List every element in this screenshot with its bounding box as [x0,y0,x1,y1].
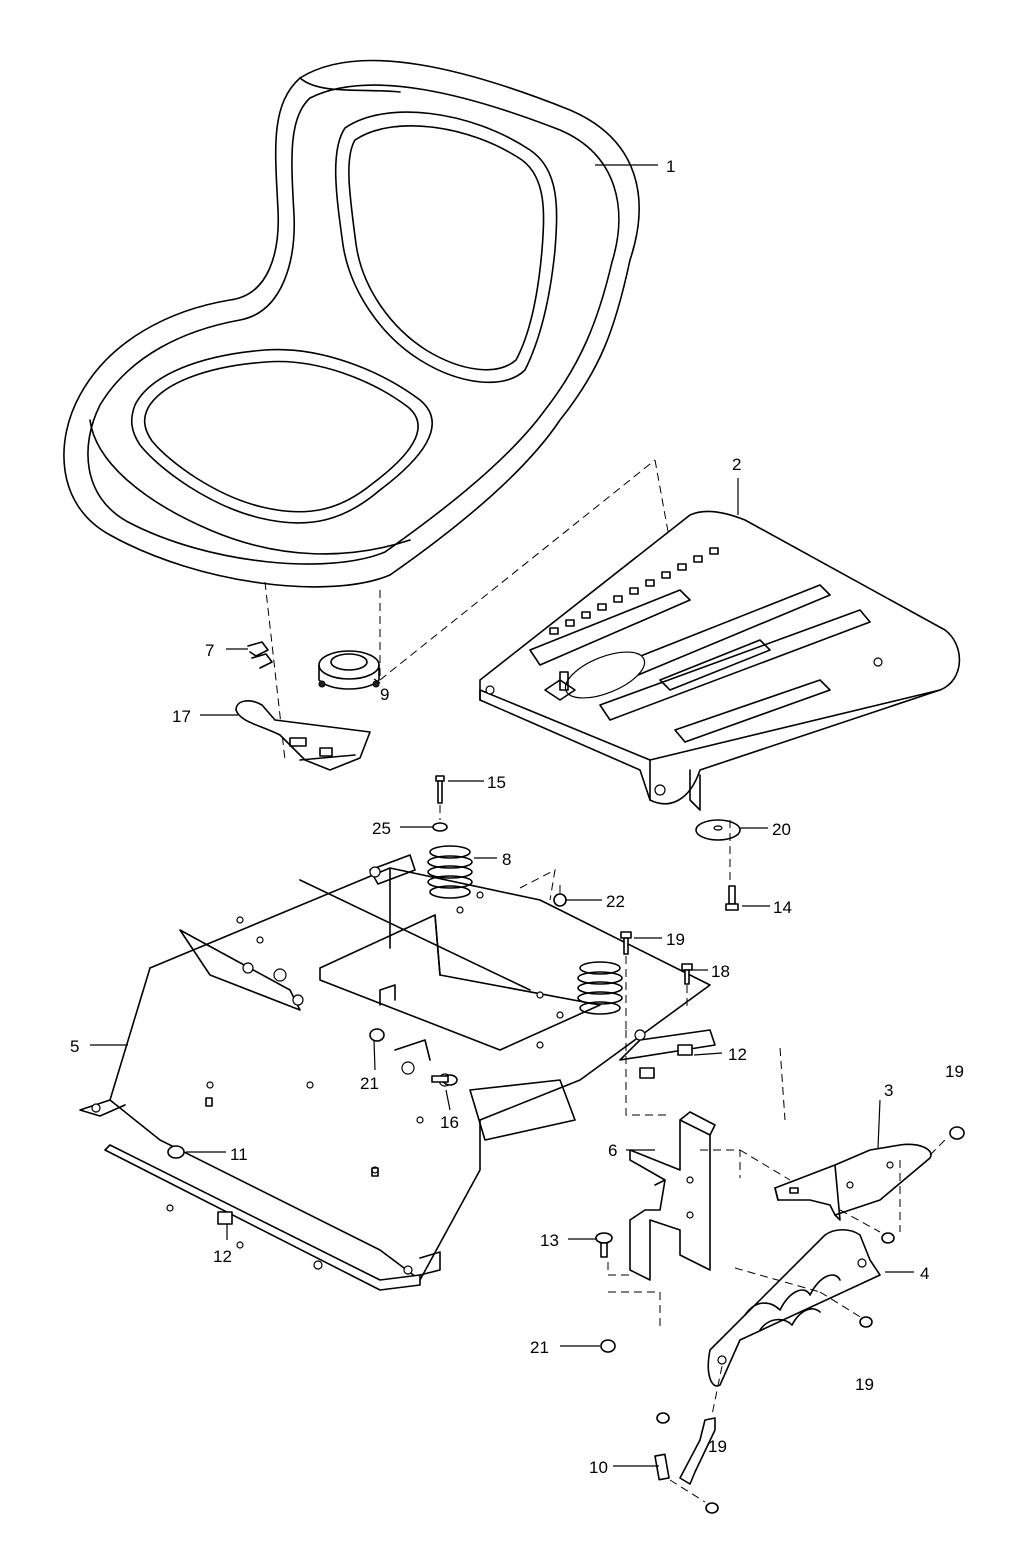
callout-12-right: 12 [728,1045,747,1064]
callout-5: 5 [70,1037,79,1056]
callout-22: 22 [606,892,625,911]
bolt-part-19-right [949,1126,965,1140]
washer-part-25 [432,822,448,832]
bolt-part-19-link [705,1502,719,1514]
callout-labels: 1 2 3 4 5 6 7 8 9 10 11 12 12 13 14 15 1… [70,157,964,1477]
callout-2: 2 [732,455,741,474]
plug-part-11 [167,1145,185,1159]
pin-part-16 [431,1074,458,1086]
spring-lower [577,961,623,1015]
bolt-part-15 [435,775,445,804]
callout-14: 14 [773,898,792,917]
leader-lines [90,164,914,1467]
spring-part-8 [427,845,473,899]
callout-19-top: 19 [666,930,685,949]
link-part-10 [654,1412,716,1485]
callout-1: 1 [666,157,675,176]
callout-21-bottom: 21 [530,1338,549,1357]
slider-rail-part-4 [707,1228,881,1387]
seat-pan-part-2 [479,510,961,811]
callout-3: 3 [884,1081,893,1100]
callout-17: 17 [172,707,191,726]
callout-13: 13 [540,1231,559,1250]
callout-8: 8 [502,850,511,869]
callout-19-rail: 19 [855,1375,874,1394]
callout-7: 7 [205,641,214,660]
callout-10: 10 [589,1458,608,1477]
seat-switch-part-9 [318,650,380,690]
seat-part-1 [63,59,640,588]
bracket-part-6 [629,1111,716,1281]
callout-20: 20 [772,820,791,839]
callout-4: 4 [920,1264,929,1283]
callout-21-top: 21 [360,1074,379,1093]
callout-6: 6 [608,1141,617,1160]
callout-25: 25 [372,819,391,838]
seat-pan-adjust-slots [549,547,719,635]
callout-11: 11 [230,1145,248,1164]
nut-part-22 [553,893,567,907]
bolt-part-18 [681,963,693,985]
bolt-part-14 [725,885,739,911]
callout-12-bottom: 12 [213,1247,232,1266]
nut-part-21-top [369,1028,385,1042]
callout-19-right: 19 [945,1062,964,1081]
bolt-part-19-top [620,931,632,955]
callout-9: 9 [380,685,389,704]
clip-part-7 [247,641,273,669]
callout-16: 16 [440,1113,459,1132]
bolt-part-19-rail [859,1316,873,1328]
callout-18: 18 [711,962,730,981]
slider-part-3 [774,1143,932,1221]
nut-part-3-lower [881,1232,895,1244]
bracket-part-17 [235,700,371,771]
washer-part-20 [695,819,741,841]
callout-15: 15 [487,773,506,792]
clip-part-12-top [639,1044,693,1079]
pin-part-13 [595,1232,613,1258]
callout-19-link: 19 [708,1437,727,1456]
seat-frame-part-5 [79,854,716,1291]
nut-part-21-bottom [600,1339,616,1353]
clip-part-12-bottom [217,1211,233,1225]
